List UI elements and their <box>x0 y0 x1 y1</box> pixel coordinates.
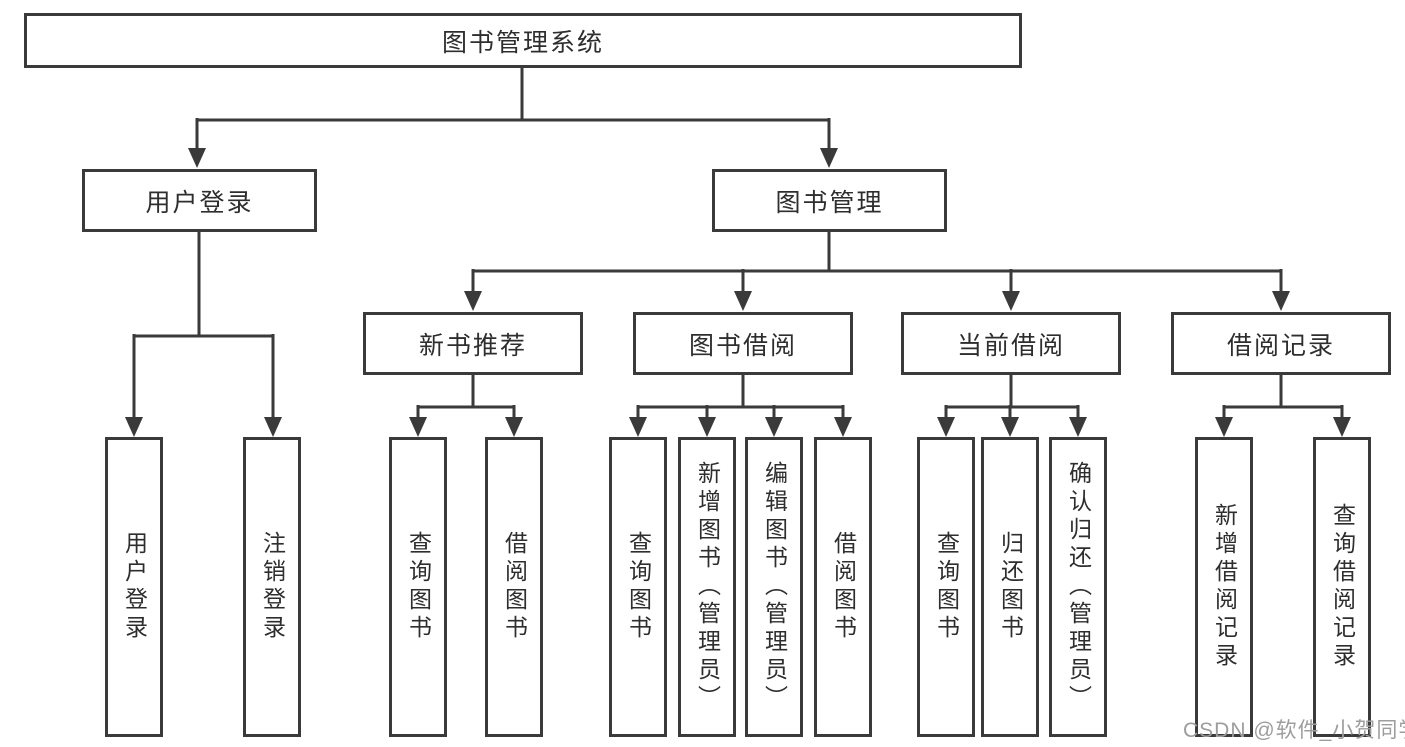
arrowhead-icon <box>505 417 523 437</box>
arrowhead-icon <box>264 417 282 437</box>
leaf-label: 用户登录 <box>121 531 148 643</box>
arrowhead-icon <box>820 148 838 168</box>
node-label: 图书管理 <box>775 188 884 217</box>
node-user-login: 用户登录 <box>82 169 317 232</box>
node-book-management: 图书管理 <box>712 169 947 232</box>
leaf-borrow-books-recommend: 借阅图书 <box>485 437 543 737</box>
leaf-borrow-book: 借阅图书 <box>814 437 872 737</box>
leaf-query-books-current: 查询图书 <box>917 437 975 737</box>
leaf-label: 查询图书 <box>625 531 652 643</box>
arrowhead-icon <box>937 417 955 437</box>
node-current-borrowing: 当前借阅 <box>901 312 1121 375</box>
leaf-return-book: 归还图书 <box>981 437 1039 737</box>
arrowhead-icon <box>698 417 716 437</box>
node-label: 新书推荐 <box>418 331 527 360</box>
connector-paths <box>132 66 1344 419</box>
node-label: 借阅记录 <box>1226 331 1335 360</box>
leaf-label: 借阅图书 <box>501 531 528 643</box>
arrowhead-icon <box>629 417 647 437</box>
leaf-label: 借阅图书 <box>830 531 857 643</box>
leaf-label: 归还图书 <box>997 531 1024 643</box>
node-label: 当前借阅 <box>956 331 1065 360</box>
node-new-book-recommend: 新书推荐 <box>363 312 583 375</box>
leaf-label: 查询图书 <box>933 531 960 643</box>
node-label: 用户登录 <box>145 188 254 217</box>
node-root: 图书管理系统 <box>24 13 1022 68</box>
leaf-user-login: 用户登录 <box>105 437 163 737</box>
leaf-label: 查询借阅记录 <box>1329 503 1356 671</box>
arrowhead-icon <box>125 417 143 437</box>
node-book-borrowing: 图书借阅 <box>633 312 853 375</box>
node-root-label: 图书管理系统 <box>441 28 604 57</box>
arrowhead-icon <box>188 148 206 168</box>
leaf-label: 注销登录 <box>259 531 286 643</box>
leaf-label: 新增图书（管理员） <box>694 461 721 713</box>
arrowhead-icon <box>734 291 752 311</box>
leaf-logout: 注销登录 <box>243 437 301 737</box>
arrowhead-icon <box>1002 291 1020 311</box>
leaf-add-borrow-record: 新增借阅记录 <box>1195 437 1253 737</box>
arrowhead-icon <box>834 417 852 437</box>
leaf-add-book-admin: 新增图书（管理员） <box>678 437 736 737</box>
arrowhead-icon <box>765 417 783 437</box>
leaf-edit-book-admin: 编辑图书（管理员） <box>745 437 803 737</box>
arrowheads <box>125 148 1351 437</box>
arrowhead-icon <box>409 417 427 437</box>
arrowhead-icon <box>1215 417 1233 437</box>
leaf-query-books-recommend: 查询图书 <box>389 437 447 737</box>
csdn-watermark: CSDN @软件_小贺同学 <box>1183 719 1405 742</box>
node-borrow-records: 借阅记录 <box>1171 312 1391 375</box>
arrowhead-icon <box>1001 417 1019 437</box>
leaf-query-borrow-record: 查询借阅记录 <box>1313 437 1371 737</box>
leaf-label: 查询图书 <box>405 531 432 643</box>
leaf-query-books-borrowing: 查询图书 <box>609 437 667 737</box>
arrowhead-icon <box>1333 417 1351 437</box>
arrowhead-icon <box>464 291 482 311</box>
arrowhead-icon <box>1069 417 1087 437</box>
node-label: 图书借阅 <box>688 331 797 360</box>
leaf-confirm-return-admin: 确认归还（管理员） <box>1049 437 1107 737</box>
leaf-label: 编辑图书（管理员） <box>761 461 788 713</box>
arrowhead-icon <box>1272 291 1290 311</box>
leaf-label: 确认归还（管理员） <box>1065 461 1092 713</box>
leaf-label: 新增借阅记录 <box>1211 503 1238 671</box>
